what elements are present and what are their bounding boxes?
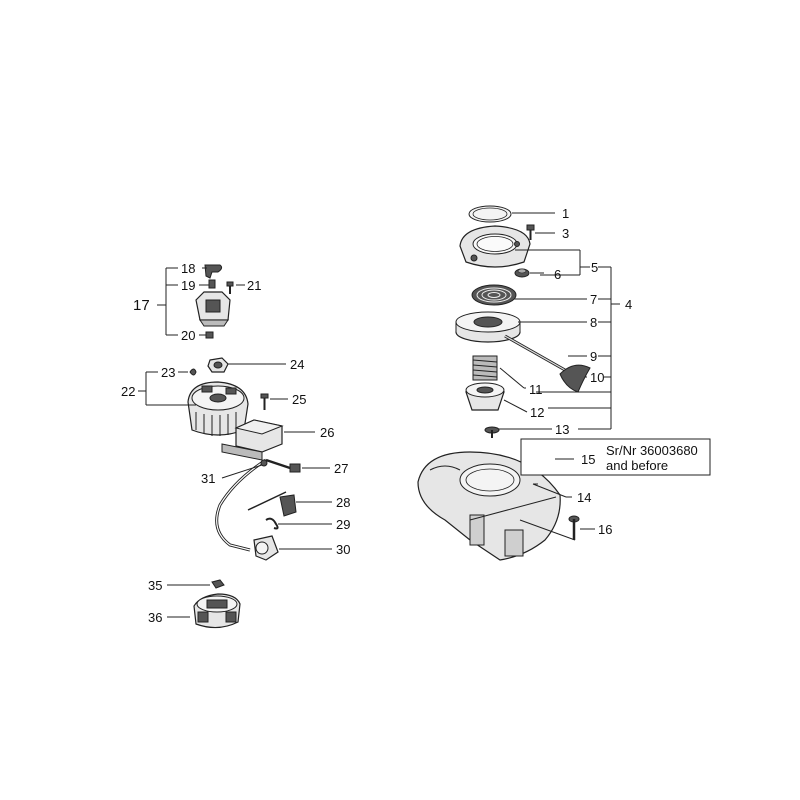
callout-27: 27 bbox=[334, 461, 348, 476]
leader-lines-36 bbox=[167, 584, 210, 618]
part-8-pulley bbox=[455, 311, 521, 343]
part-11-spring bbox=[472, 355, 498, 381]
callout-20: 20 bbox=[181, 328, 195, 343]
part-5-starter-cover bbox=[459, 225, 531, 268]
callout-21: 21 bbox=[247, 278, 261, 293]
callout-9: 9 bbox=[590, 349, 597, 364]
part-1-gasket bbox=[468, 205, 512, 223]
part-19-screw bbox=[208, 279, 216, 289]
callout-25: 25 bbox=[292, 392, 306, 407]
callout-23: 23 bbox=[161, 365, 175, 380]
part-28-boot bbox=[279, 494, 297, 517]
part-6-bushing bbox=[514, 268, 530, 278]
callout-30: 30 bbox=[336, 542, 350, 557]
part-20-nut bbox=[205, 331, 214, 339]
part-30-plug-cap bbox=[253, 535, 279, 561]
callout-24: 24 bbox=[290, 357, 304, 372]
part-22-flywheel bbox=[187, 381, 249, 436]
callout-7: 7 bbox=[590, 292, 597, 307]
part-7-recoil-spring bbox=[471, 284, 517, 306]
callout-6: 6 bbox=[554, 267, 561, 282]
callout-29: 29 bbox=[336, 517, 350, 532]
callout-10: 10 bbox=[590, 370, 604, 385]
callout-28: 28 bbox=[336, 495, 350, 510]
callout-22: 22 bbox=[121, 384, 135, 399]
callout-13: 13 bbox=[555, 422, 569, 437]
part-36-clutch bbox=[193, 593, 241, 629]
callout-31: 31 bbox=[201, 471, 215, 486]
part-18-lever bbox=[204, 264, 223, 279]
callout-labels: 1 3 5 6 7 4 8 9 10 11 12 13 15 Sr/Nr 360… bbox=[121, 206, 698, 625]
note-line-1: Sr/Nr 36003680 bbox=[606, 443, 698, 458]
part-13-screw bbox=[484, 426, 500, 438]
part-14-fan-housing bbox=[417, 451, 561, 561]
leader-lines-22 bbox=[138, 363, 332, 550]
callout-14: 14 bbox=[577, 490, 591, 505]
part-17-ignition-holder bbox=[195, 291, 231, 327]
callout-15: 15 bbox=[581, 452, 595, 467]
callout-11: 11 bbox=[529, 382, 543, 397]
part-10-handle bbox=[559, 364, 591, 393]
callout-12: 12 bbox=[530, 405, 544, 420]
part-12-carrier bbox=[465, 382, 505, 411]
part-23-key bbox=[189, 368, 197, 376]
part-31-screw bbox=[260, 459, 268, 467]
part-25-screw bbox=[260, 393, 269, 410]
callout-26: 26 bbox=[320, 425, 334, 440]
callout-18: 18 bbox=[181, 261, 195, 276]
callout-19: 19 bbox=[181, 278, 195, 293]
part-3-screw bbox=[526, 224, 535, 240]
part-35-washer bbox=[211, 579, 225, 589]
callout-17: 17 bbox=[133, 297, 150, 314]
callout-16: 16 bbox=[598, 522, 612, 537]
callout-4: 4 bbox=[625, 297, 632, 312]
part-16-screw bbox=[568, 515, 580, 540]
part-24-nut bbox=[207, 357, 229, 373]
part-26-ignition-module bbox=[221, 419, 284, 461]
callout-36: 36 bbox=[148, 610, 162, 625]
callout-5: 5 bbox=[591, 260, 598, 275]
part-9-rope bbox=[504, 334, 566, 372]
callout-3: 3 bbox=[562, 226, 569, 241]
leader-lines-right bbox=[469, 212, 711, 541]
callout-1: 1 bbox=[562, 206, 569, 221]
part-27-cable bbox=[215, 458, 301, 552]
callout-35: 35 bbox=[148, 578, 162, 593]
callout-8: 8 bbox=[590, 315, 597, 330]
leader-lines-17 bbox=[157, 267, 245, 336]
part-29-spring bbox=[265, 517, 279, 530]
part-21-screw bbox=[226, 281, 234, 294]
note-line-2: and before bbox=[606, 458, 668, 473]
